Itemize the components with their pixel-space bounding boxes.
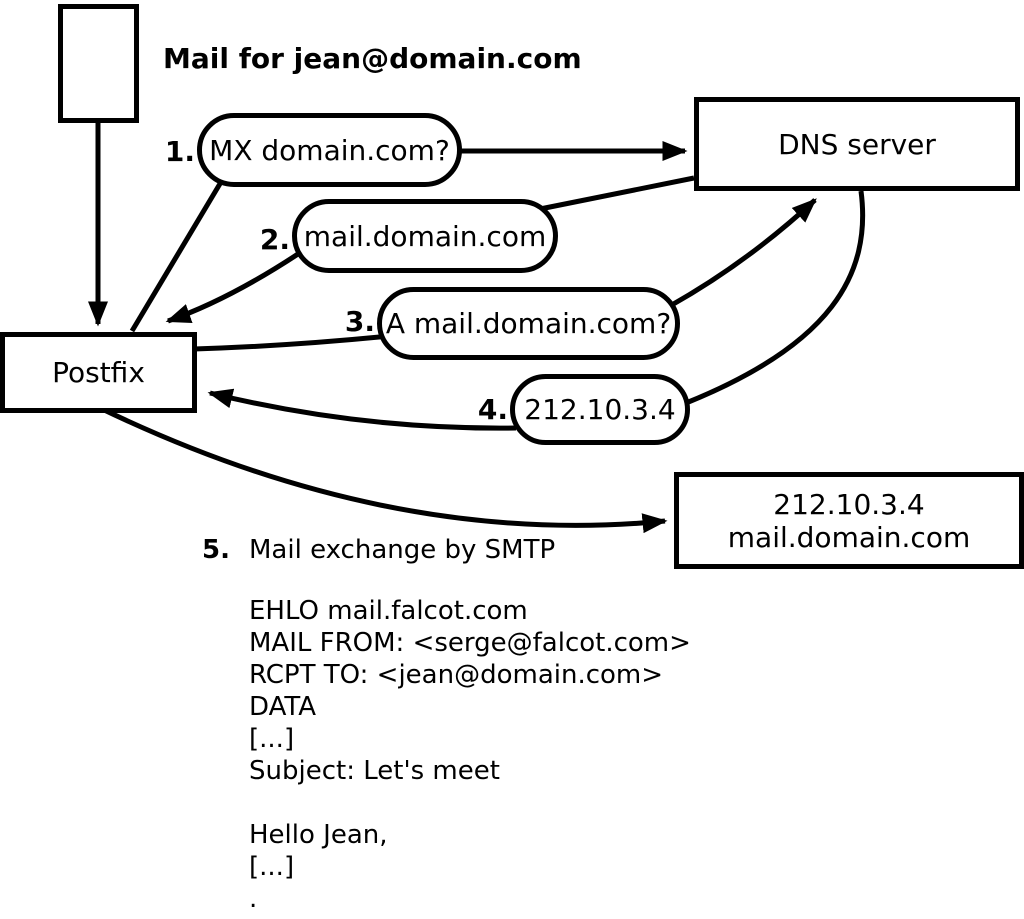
query3-label: A mail.domain.com? [385,307,672,340]
top-caption: Mail for jean@domain.com [163,42,582,75]
step5-label: Mail exchange by SMTP [249,535,556,565]
step-number-4: 4. [477,393,508,426]
step-number-2: 2. [259,223,290,256]
smtp-server-label: 212.10.3.4 mail.domain.com [727,487,971,554]
mail-message-node [58,4,139,123]
arrow-answer2-to-postfix [165,251,300,324]
answer2-pill: mail.domain.com [292,199,558,273]
smtp-server-node: 212.10.3.4 mail.domain.com [674,472,1024,569]
postfix-node: Postfix [0,332,197,413]
dns-server-label: DNS server [778,127,936,161]
answer2-label: mail.domain.com [303,219,547,253]
line-dns-to-answer4 [685,190,866,406]
step-number-3: 3. [344,305,375,338]
postfix-label: Postfix [52,356,145,389]
query3-pill: A mail.domain.com? [377,287,680,360]
query1-label: MX domain.com? [209,133,450,167]
arrow-answer4-to-postfix [207,388,517,431]
arrow-postfix-to-smtp-server [98,405,668,534]
line-postfix-to-query1 [129,175,227,333]
query1-pill: MX domain.com? [197,113,462,187]
answer4-label: 212.10.3.4 [524,393,676,426]
smtp-session-text: EHLO mail.falcot.com MAIL FROM: <serge@f… [249,596,691,914]
step-number-5: 5. [202,535,230,565]
line-dns-to-answer2 [539,175,695,212]
answer4-pill: 212.10.3.4 [510,374,690,445]
arrow-query3-to-dns [668,198,817,309]
dns-server-node: DNS server [694,97,1020,191]
line-postfix-to-query3 [193,333,391,352]
step-number-1: 1. [164,135,195,168]
